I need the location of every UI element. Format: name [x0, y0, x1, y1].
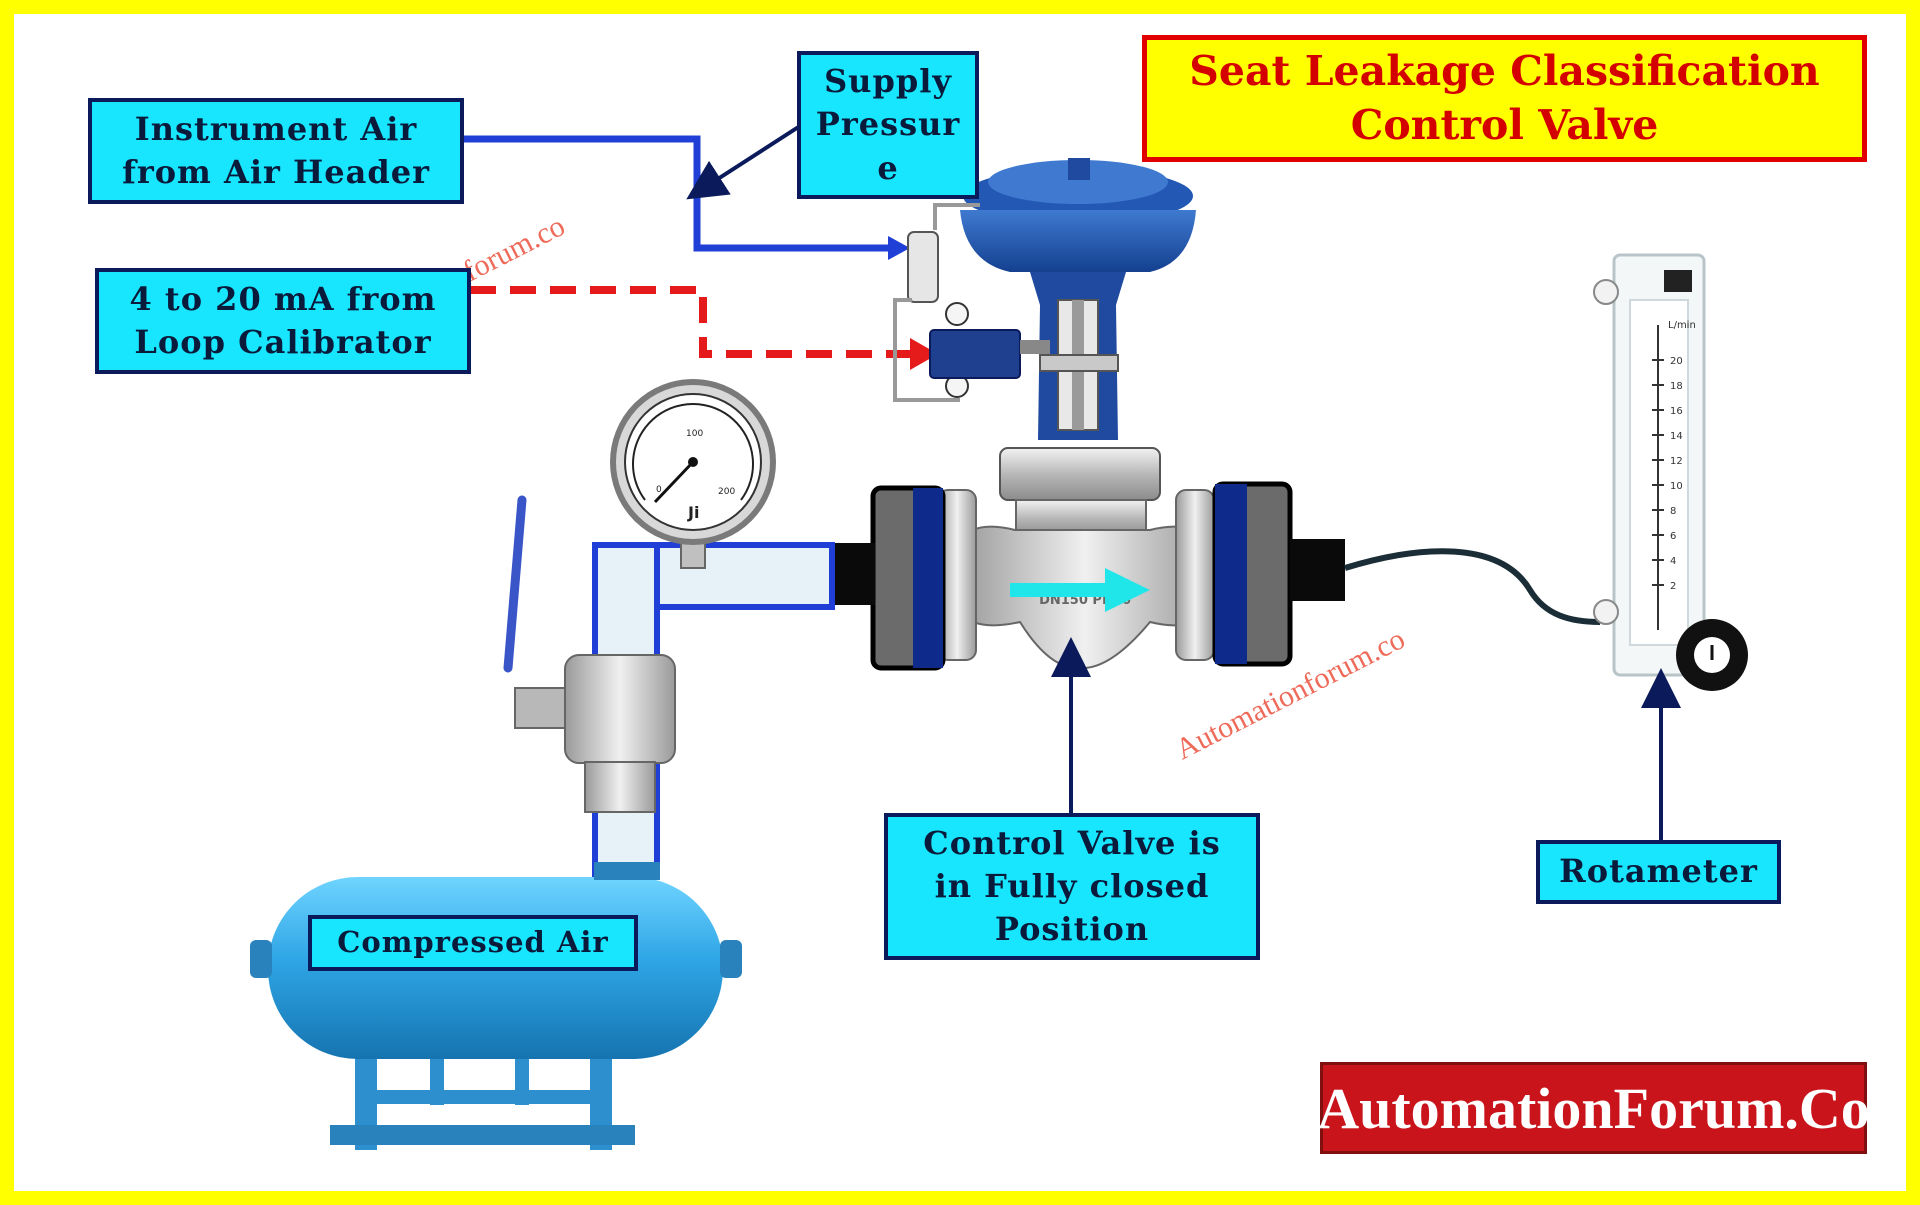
rotameter-tick-label: 6 [1670, 531, 1676, 542]
control-valve-actuator [893, 158, 1196, 440]
valve-position-label-line-3: Position [994, 910, 1150, 949]
rotameter-tick-label: 10 [1670, 481, 1683, 492]
rotameter-device: L/min 20 18 16 14 12 10 8 6 4 2 [1593, 253, 1748, 691]
ma-signal-line [470, 286, 912, 358]
air-line-arrowhead [888, 236, 910, 260]
rotameter-label: Rotameter [1536, 840, 1781, 904]
instrument-air-label-line-1: Instrument Air [134, 109, 418, 148]
control-valve-body: DN150 PN16 [937, 447, 1215, 670]
valve-position-label: Control Valve is in Fully closed Positio… [884, 813, 1260, 960]
rotameter-tick-label: 16 [1670, 406, 1683, 417]
diagram-title: Seat Leakage Classification Control Valv… [1142, 35, 1867, 162]
instrument-air-label: Instrument Air from Air Header [88, 98, 464, 204]
compressed-air-label: Compressed Air [308, 915, 638, 971]
title-line-1: Seat Leakage Classification [1189, 47, 1820, 96]
supply-pressure-label-line-3: e [877, 148, 899, 187]
rotameter-label-text: Rotameter [1559, 852, 1758, 891]
inlet-flange-adapter [830, 485, 946, 671]
supply-pressure-label-line-1: Supply [824, 62, 952, 101]
rotameter-tick-label: 4 [1670, 556, 1676, 567]
supply-pressure-pointer [686, 124, 802, 200]
outlet-flange-adapter [1212, 481, 1345, 667]
ball-valve [503, 495, 676, 813]
rotameter-tick-label: 18 [1670, 381, 1683, 392]
compressed-air-label-text: Compressed Air [337, 925, 609, 960]
supply-pressure-label: Supply Pressur e [797, 51, 979, 199]
signal-line-arrowhead [910, 338, 938, 370]
brand-logo: AutomationForum.Co [1317, 1062, 1870, 1154]
title-line-2: Control Valve [1350, 100, 1659, 149]
rotameter-tube [1344, 548, 1601, 625]
brand-text: AutomationForum.Co [1317, 1075, 1870, 1141]
loop-calibrator-label-line-1: 4 to 20 mA from [129, 279, 437, 318]
gauge-scale-10: 200 [718, 487, 735, 497]
loop-calibrator-label: 4 to 20 mA from Loop Calibrator [95, 268, 471, 374]
gauge-scale-0: 0 [656, 485, 662, 495]
rotameter-unit: L/min [1668, 320, 1696, 331]
rotameter-tick-label: 12 [1670, 456, 1683, 467]
valve-position-label-line-2: in Fully closed [934, 866, 1210, 905]
rotameter-tick-label: 14 [1670, 431, 1683, 442]
supply-pressure-label-line-2: Pressur [815, 105, 961, 144]
loop-calibrator-label-line-2: Loop Calibrator [134, 323, 432, 361]
rotameter-tick-label: 20 [1670, 356, 1683, 367]
pressure-gauge: 0 100 200 Ji [610, 379, 776, 569]
gauge-logo: Ji [687, 503, 699, 522]
rotameter-tick-label: 8 [1670, 506, 1676, 517]
rotameter-tick-label: 2 [1670, 581, 1676, 592]
instrument-air-label-line-2: from Air Header [122, 153, 430, 191]
rotameter-ticks: 20 18 16 14 12 10 8 6 4 2 [1652, 356, 1683, 592]
gauge-scale-5: 100 [686, 429, 703, 439]
valve-position-label-line-1: Control Valve is [923, 823, 1221, 862]
